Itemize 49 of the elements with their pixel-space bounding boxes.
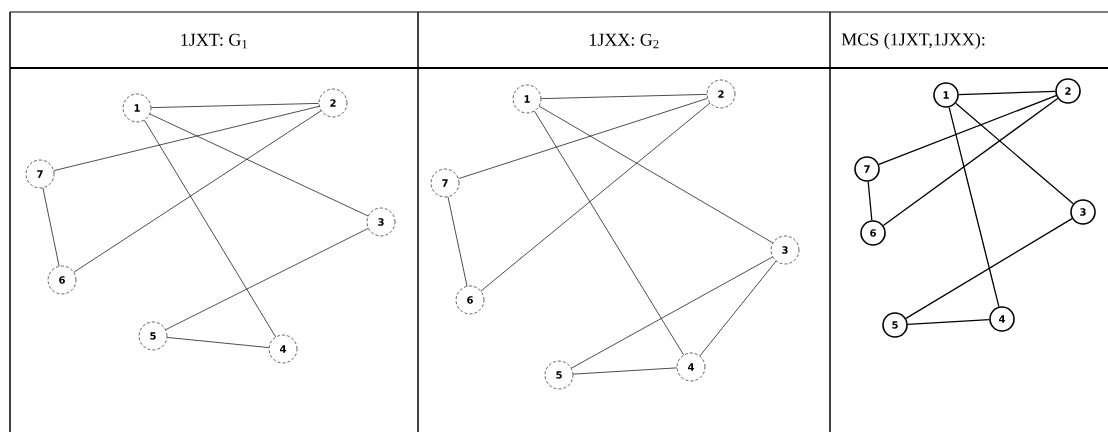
graph-vertex: 7 (430, 168, 460, 198)
graph-edge (534, 110, 684, 356)
graph-edge (958, 90, 1056, 96)
graph-edge (867, 181, 873, 221)
graph-vertex: 4 (268, 334, 298, 364)
graph-edge (458, 98, 708, 179)
graph-vertex: 1 (933, 82, 959, 108)
graph-vertex: 6 (860, 220, 886, 246)
column-header: MCS (1JXT,1JXX): (841, 32, 985, 50)
graph-vertex: 7 (25, 159, 55, 189)
graph-vertex: 1 (122, 93, 152, 123)
graph-edge (166, 337, 270, 348)
graph-vertex: 3 (366, 207, 396, 237)
graph-vertex: 5 (882, 312, 908, 338)
graph-edge (53, 106, 320, 171)
graph-vertex: 2 (318, 88, 348, 118)
graph-vertex: 2 (1055, 78, 1081, 104)
graph-edge (905, 217, 1073, 320)
graph-vertex: 4 (989, 306, 1015, 332)
graph-vertex: 5 (544, 360, 574, 390)
graph-edge (42, 187, 60, 267)
graph-edge (150, 103, 320, 108)
graph-vertex: 7 (854, 156, 880, 182)
graph-vertex: 4 (676, 352, 706, 382)
graph-vertex: 5 (138, 321, 168, 351)
graph-edge (149, 113, 369, 217)
graph-edge (144, 119, 276, 338)
graph-vertex: 2 (706, 79, 736, 109)
graph-edge (571, 256, 773, 369)
graph-edge (447, 196, 468, 287)
graph-vertex: 6 (47, 265, 77, 295)
graph-vertex: 1 (512, 84, 542, 114)
graph-vertex: 3 (1070, 199, 1096, 225)
graph-edge (948, 106, 1000, 308)
column-header: 1JXX: G$_{2}$ (589, 33, 659, 49)
graph-edge (955, 102, 1074, 205)
graph-edge (540, 94, 708, 99)
graph-edge (907, 319, 990, 325)
graph-edge (699, 260, 777, 357)
graph-edge (878, 94, 1057, 165)
graph-edge (480, 102, 711, 292)
graph-vertex: 6 (455, 285, 485, 315)
graph-edge (539, 105, 773, 244)
column-header: 1JXT: G$_{1}$ (181, 33, 247, 49)
graph-vertex: 3 (770, 235, 800, 265)
graph-edge (165, 228, 369, 330)
graph-edge (882, 97, 1059, 227)
graph-edge (73, 110, 322, 273)
graph-edge (572, 367, 678, 375)
